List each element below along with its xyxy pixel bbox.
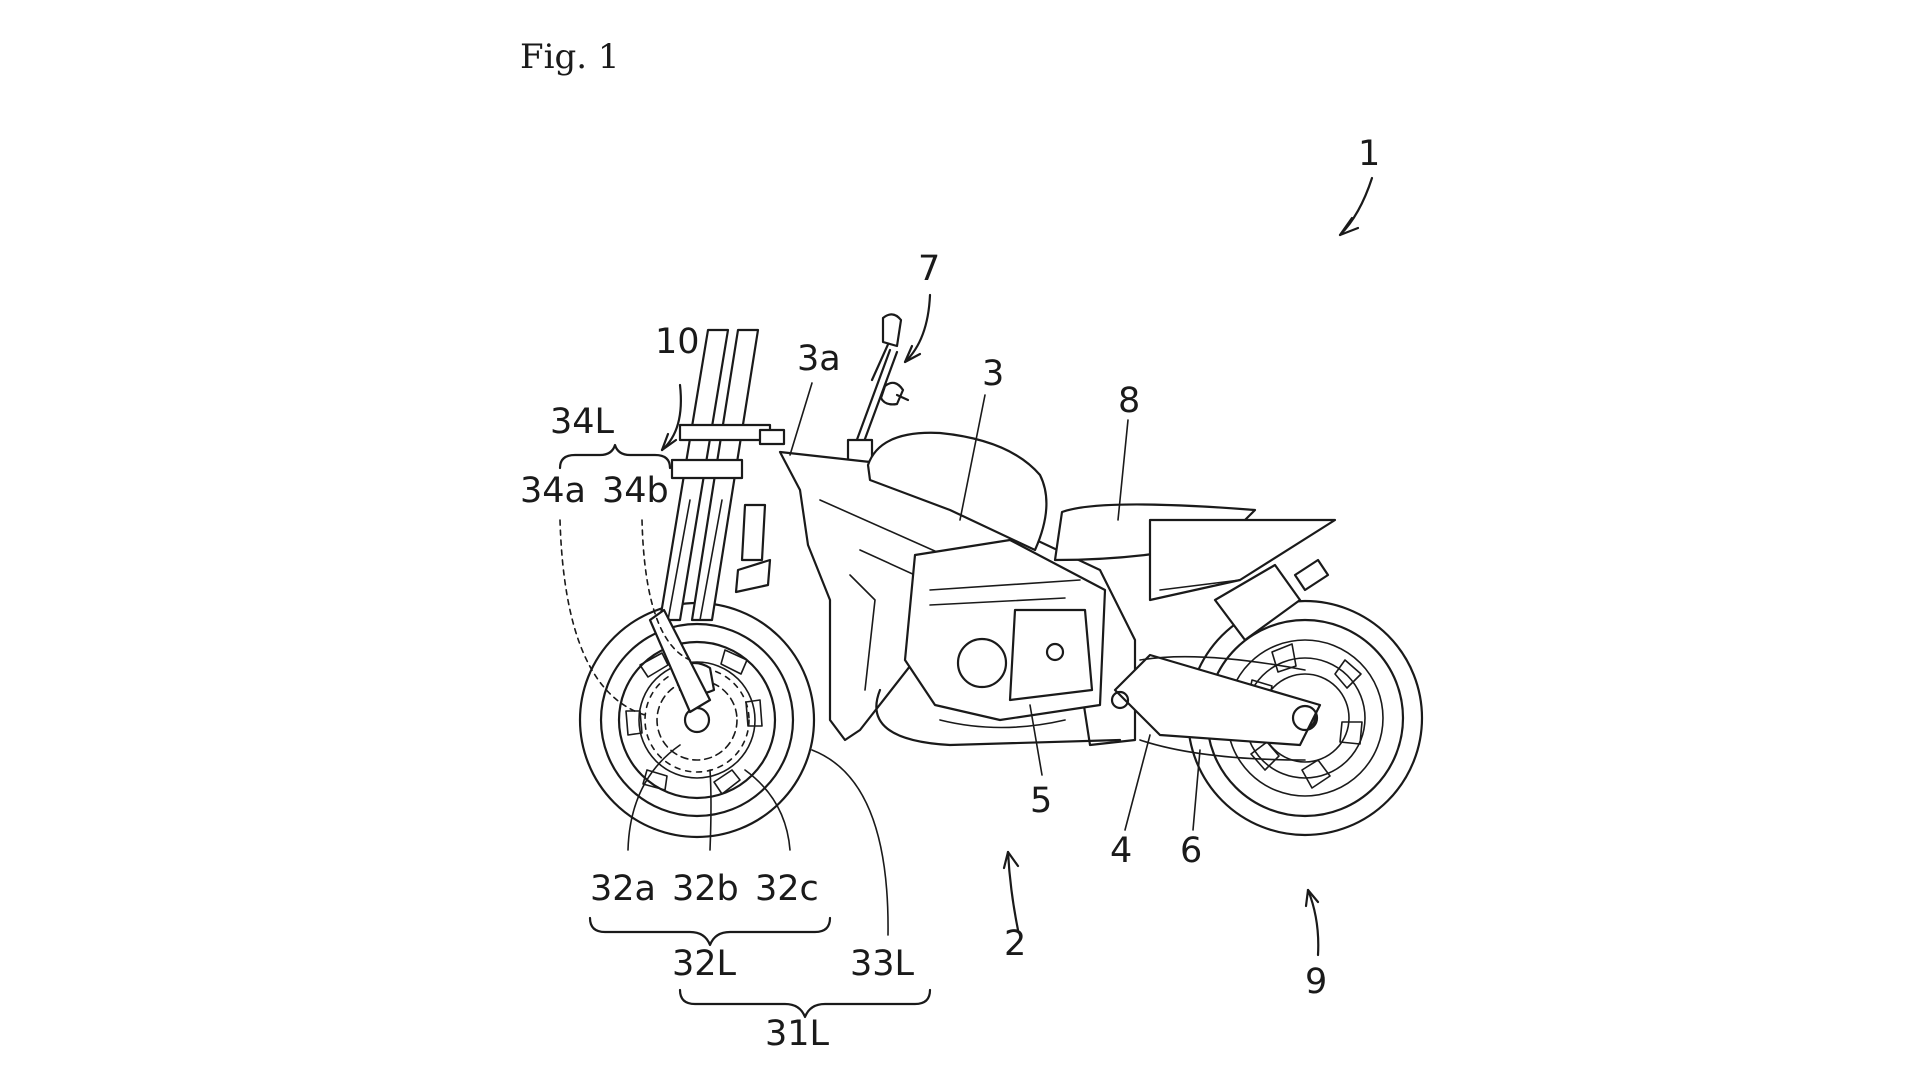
label-handle: 7 xyxy=(918,249,940,289)
label-suspension-b: 34b xyxy=(602,471,669,511)
label-tire: 33L xyxy=(850,944,915,984)
front-fork xyxy=(650,330,784,712)
label-hub-b: 32b xyxy=(672,869,739,909)
label-rear-wheel: 9 xyxy=(1305,962,1327,1002)
label-seat: 8 xyxy=(1118,381,1140,421)
label-hub-c: 32c xyxy=(755,869,819,909)
label-front-fork: 10 xyxy=(655,322,700,362)
label-frame: 3 xyxy=(982,354,1004,394)
label-chain: 6 xyxy=(1180,831,1202,871)
front-wheel xyxy=(580,603,814,837)
swing-arm xyxy=(1112,655,1320,760)
label-swing-arm: 4 xyxy=(1110,831,1132,871)
figure-caption: Fig. 1 xyxy=(520,37,619,77)
label-hub-a: 32a xyxy=(590,869,656,909)
label-head-pipe: 3a xyxy=(797,339,841,379)
label-front-wheel-unit: 31L xyxy=(765,1014,830,1054)
label-vehicle: 1 xyxy=(1358,134,1380,174)
label-hub: 32L xyxy=(672,944,737,984)
label-suspension: 34L xyxy=(550,402,615,442)
label-body: 2 xyxy=(1004,924,1026,964)
label-engine: 5 xyxy=(1030,781,1052,821)
label-suspension-a: 34a xyxy=(520,471,586,511)
